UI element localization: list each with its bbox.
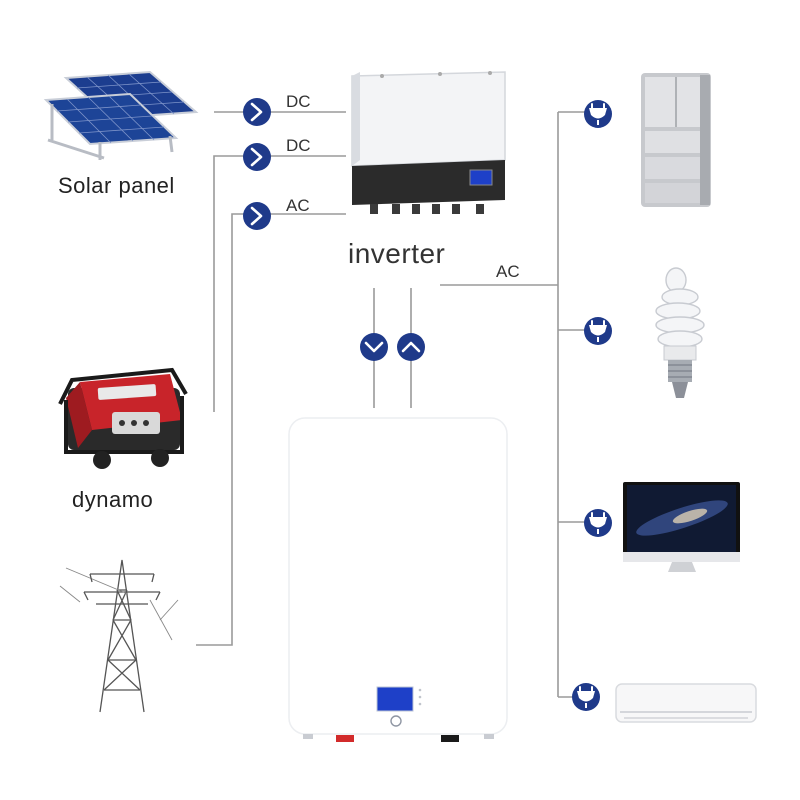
plug-icon — [584, 317, 612, 345]
refrigerator-icon — [641, 73, 711, 207]
arrow-up-icon — [397, 333, 425, 361]
inverter-label: inverter — [348, 238, 446, 269]
solar-panel-icon — [43, 70, 199, 160]
plug-icon — [572, 683, 600, 711]
loads-ac-label: AC — [496, 262, 520, 281]
arrow-right-icon — [243, 143, 271, 171]
light-bulb-icon — [655, 267, 705, 398]
grid-ac-line — [196, 213, 346, 646]
dynamo-dc-line — [213, 155, 346, 412]
generator-icon — [58, 367, 188, 469]
dynamo-label: dynamo — [72, 487, 154, 512]
grid-ac-label: AC — [286, 196, 310, 215]
arrow-right-icon — [243, 98, 271, 126]
arrow-right-icon — [243, 202, 271, 230]
solar-dc-label: DC — [286, 92, 311, 111]
battery-device-icon — [288, 417, 508, 742]
monitor-icon — [623, 482, 740, 572]
plug-icon — [584, 509, 612, 537]
air-conditioner-icon — [615, 683, 757, 723]
plug-icon — [584, 100, 612, 128]
inverter-device-icon — [351, 71, 506, 214]
power-tower-icon — [59, 559, 179, 713]
solar-panel-label: Solar panel — [58, 173, 175, 198]
dynamo-dc-label: DC — [286, 136, 311, 155]
arrow-down-icon — [360, 333, 388, 361]
